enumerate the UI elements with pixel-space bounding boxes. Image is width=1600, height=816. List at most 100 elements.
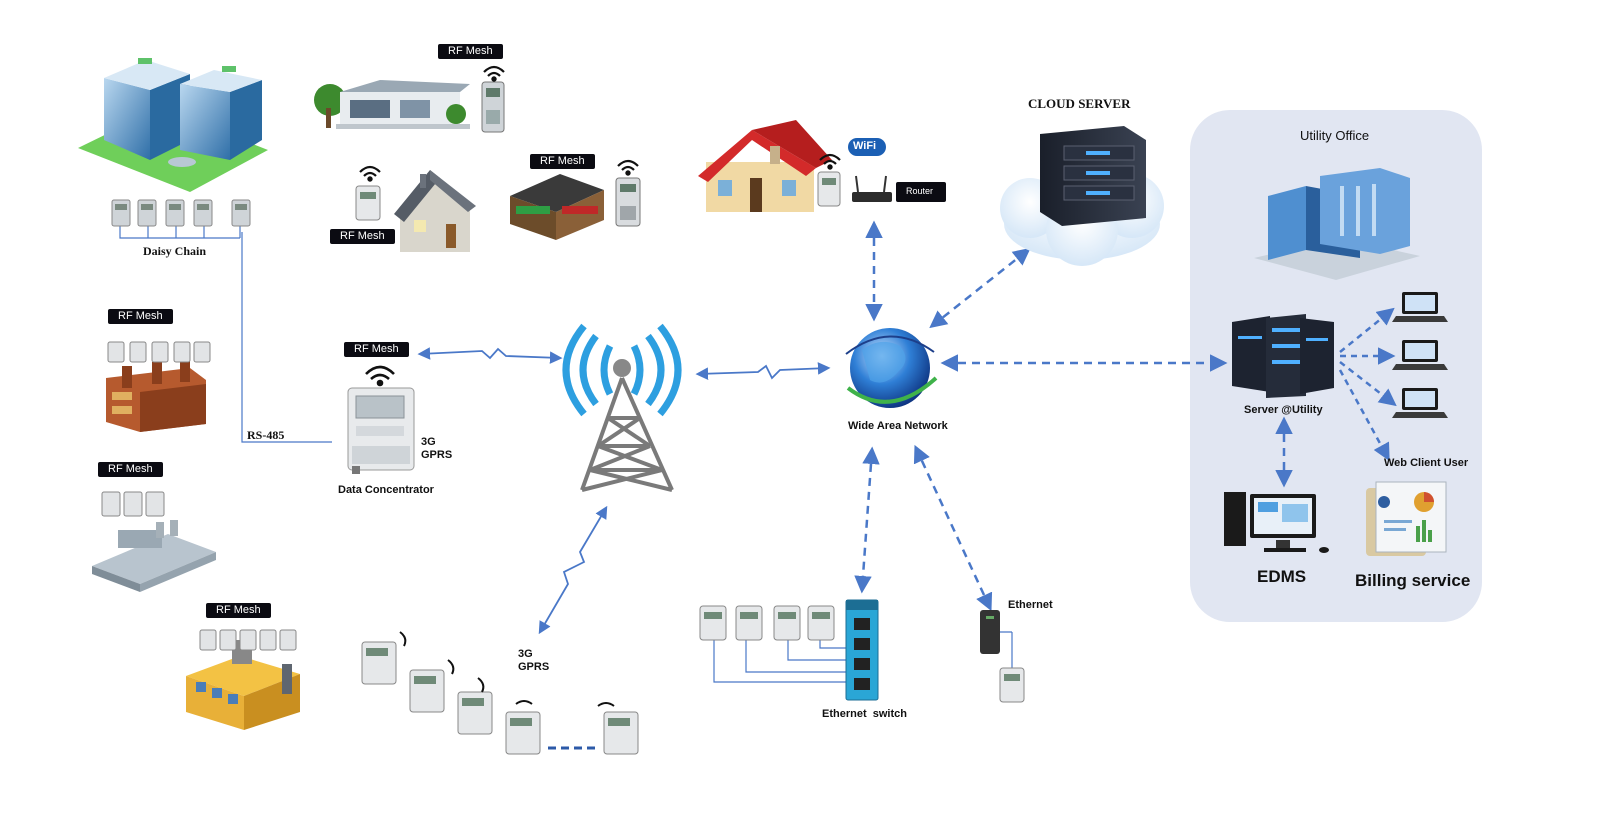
industrial-meters bbox=[199, 629, 297, 651]
utility-building-icon bbox=[1254, 168, 1420, 280]
link-tower-meters bbox=[538, 505, 608, 635]
cellular-meters bbox=[361, 641, 639, 755]
smart-meter-icon bbox=[137, 199, 157, 227]
wifi-signal-icon bbox=[365, 365, 395, 387]
wifi-signal-icon bbox=[617, 159, 639, 176]
laptop-icon bbox=[1392, 340, 1448, 370]
smart-meter-icon bbox=[219, 629, 237, 651]
modem-icon bbox=[980, 610, 1000, 654]
link-server-laptop-1 bbox=[1339, 307, 1395, 353]
smart-meter-icon bbox=[817, 171, 841, 207]
billing-service-label: Billing service bbox=[1355, 571, 1471, 590]
factory-icon bbox=[106, 360, 206, 432]
smart-meter-icon bbox=[699, 605, 727, 641]
smart-meter-icon bbox=[107, 341, 125, 363]
warehouse-meters bbox=[101, 491, 165, 517]
smart-meter-icon bbox=[129, 341, 147, 363]
switch-meters bbox=[699, 605, 835, 641]
wireless-links bbox=[417, 347, 831, 635]
gprs-label-concentrator: 3G GPRS bbox=[421, 436, 453, 461]
daisy-chain-wiring bbox=[119, 226, 332, 443]
rf-mesh-tag-house: RF Mesh bbox=[330, 229, 395, 244]
link-server-webclient bbox=[1338, 369, 1390, 462]
smart-meter-icon bbox=[165, 199, 185, 227]
smart-meter-icon bbox=[735, 605, 763, 641]
billing-document-icon bbox=[1366, 481, 1447, 556]
daisy-chain-meters bbox=[111, 199, 251, 227]
smart-meter-icon bbox=[457, 691, 493, 735]
smart-meter-icon bbox=[773, 605, 801, 641]
smart-meter-icon bbox=[615, 177, 641, 227]
smart-meter-icon bbox=[111, 199, 131, 227]
smart-meter-icon bbox=[145, 491, 165, 517]
warehouse-icon bbox=[92, 520, 216, 592]
rs485-line bbox=[241, 232, 332, 443]
web-client-user-label: Web Client User bbox=[1384, 457, 1469, 469]
office-tower-icon bbox=[78, 58, 268, 192]
link-wan-modem bbox=[913, 444, 993, 612]
ethernet-switch-label: Ethernet switch bbox=[822, 708, 907, 720]
smart-meter-icon bbox=[603, 711, 639, 755]
red-roof-house-icon bbox=[698, 120, 832, 212]
smart-meter-icon bbox=[193, 199, 213, 227]
edms-label: EDMS bbox=[1257, 567, 1307, 586]
data-concentrator-icon bbox=[347, 387, 415, 474]
smart-meter-icon bbox=[199, 629, 217, 651]
smart-meter-icon bbox=[481, 81, 505, 133]
smart-meter-icon bbox=[123, 491, 143, 517]
smart-meter-icon bbox=[173, 341, 191, 363]
ethernet-label: Ethernet bbox=[1008, 599, 1053, 611]
router-label: Router bbox=[906, 186, 934, 196]
cloud-server-icon bbox=[1000, 126, 1164, 266]
smart-meter-icon bbox=[151, 341, 169, 363]
wifi-logo-icon bbox=[848, 138, 886, 156]
gprs-label-tower: 3G GPRS bbox=[518, 648, 550, 673]
link-wan-switch bbox=[854, 446, 880, 594]
cloud-server-label: CLOUD SERVER bbox=[1028, 96, 1131, 111]
smart-meter-icon bbox=[999, 667, 1025, 703]
daisy-chain-label: Daisy Chain bbox=[143, 244, 207, 258]
link-concentrator-tower bbox=[417, 347, 563, 364]
router-icon bbox=[852, 175, 946, 202]
desktop-computer-icon bbox=[1224, 492, 1329, 553]
smart-meter-icon bbox=[505, 711, 541, 755]
house-icon bbox=[394, 170, 476, 252]
links bbox=[854, 220, 1397, 612]
industrial-building-icon bbox=[186, 640, 300, 730]
wifi-signal-icon bbox=[359, 165, 381, 182]
rf-mesh-tag-industrial: RF Mesh bbox=[206, 603, 271, 618]
factory-meters bbox=[107, 341, 211, 363]
wan-label: Wide Area Network bbox=[848, 420, 948, 432]
rf-mesh-tag-shop: RF Mesh bbox=[530, 154, 595, 169]
smart-meter-icon bbox=[279, 629, 297, 651]
villa-icon bbox=[314, 80, 470, 129]
ethernet-switch-icon bbox=[845, 599, 879, 701]
link-wan-cloud bbox=[929, 247, 1031, 329]
smart-meter-icon bbox=[101, 491, 121, 517]
laptop-icon bbox=[1392, 388, 1448, 418]
smart-meter-icon bbox=[259, 629, 277, 651]
smart-meter-icon bbox=[807, 605, 835, 641]
server-rack-icon bbox=[1232, 314, 1334, 398]
wifi-signal-icon bbox=[819, 153, 841, 170]
link-tower-wan bbox=[695, 362, 831, 380]
rf-mesh-tag-villa: RF Mesh bbox=[438, 44, 503, 59]
smart-meter-icon bbox=[355, 185, 381, 221]
smart-meter-icon bbox=[409, 669, 445, 713]
wifi-signal-icon bbox=[483, 65, 505, 82]
laptop-icon bbox=[1392, 292, 1448, 322]
smart-meter-icon bbox=[231, 199, 251, 227]
data-concentrator-label: Data Concentrator bbox=[338, 484, 434, 496]
rf-mesh-tag-factory: RF Mesh bbox=[108, 309, 173, 324]
cellular-signal-icons bbox=[399, 631, 615, 707]
rf-mesh-tag-concentrator: RF Mesh bbox=[344, 342, 409, 357]
smart-meter-icon bbox=[193, 341, 211, 363]
smart-meter-icon bbox=[361, 641, 397, 685]
cell-tower-icon bbox=[562, 323, 682, 492]
rs485-label: RS-485 bbox=[247, 428, 285, 442]
server-utility-label: Server @Utility bbox=[1244, 404, 1323, 416]
shop-icon bbox=[510, 174, 604, 240]
link-server-laptop-3 bbox=[1339, 361, 1397, 407]
utility-office-label: Utility Office bbox=[1300, 128, 1370, 143]
rf-mesh-tag-warehouse: RF Mesh bbox=[98, 462, 163, 477]
